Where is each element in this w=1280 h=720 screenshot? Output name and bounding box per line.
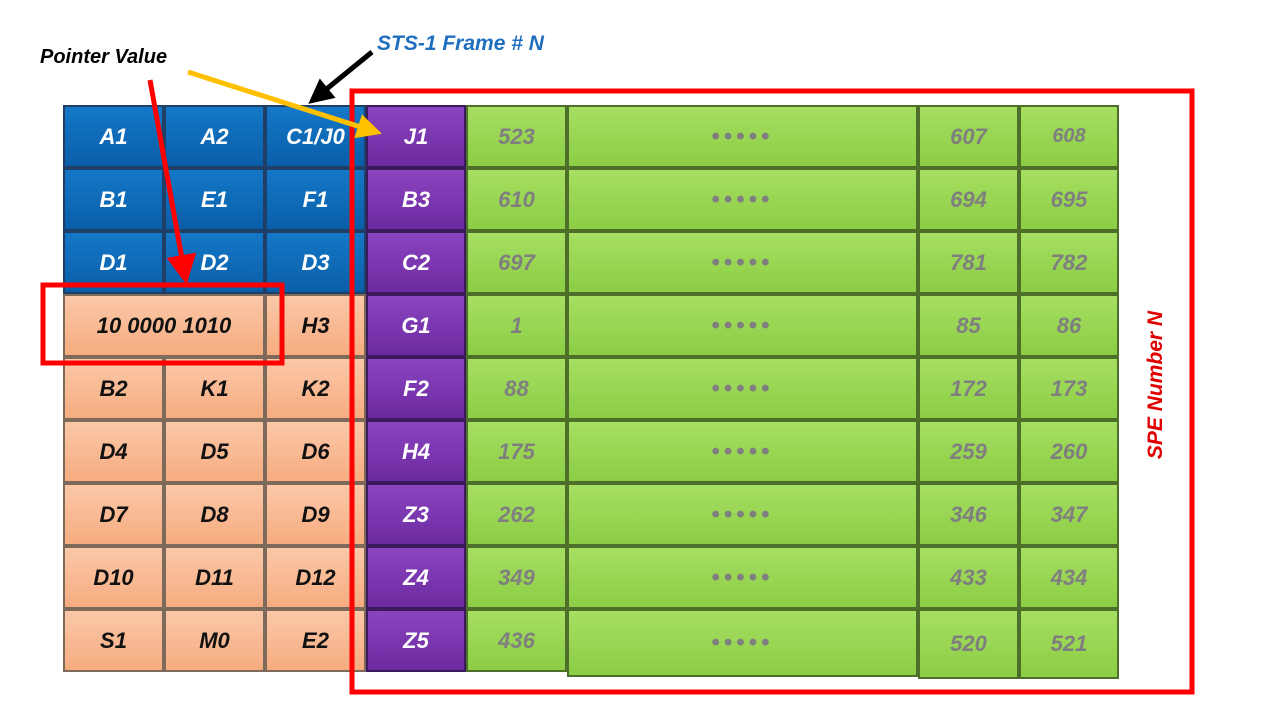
- pointer-value-arrow: [147, 79, 197, 285]
- payload-ellipsis: •••••: [567, 483, 918, 546]
- payload-cell: 782: [1019, 231, 1119, 294]
- payload-cell: 173: [1019, 357, 1119, 420]
- payload-cell: 85: [918, 294, 1019, 357]
- loh-cell: D6: [265, 420, 366, 483]
- loh-cell: B2: [63, 357, 164, 420]
- toh-cell: E1: [164, 168, 265, 231]
- payload-ellipsis: •••••: [567, 609, 918, 677]
- payload-cell: 610: [466, 168, 567, 231]
- loh-cell: E2: [265, 609, 366, 672]
- payload-ellipsis: •••••: [567, 231, 918, 294]
- payload-cell: 86: [1019, 294, 1119, 357]
- payload-ellipsis: •••••: [567, 168, 918, 231]
- payload-cell: 260: [1019, 420, 1119, 483]
- poh-cell: Z3: [366, 483, 466, 546]
- poh-cell: Z5: [366, 609, 466, 672]
- payload-cell: 695: [1019, 168, 1119, 231]
- poh-cell: J1: [366, 105, 466, 168]
- loh-cell: K1: [164, 357, 265, 420]
- payload-cell: 346: [918, 483, 1019, 546]
- payload-cell: 436: [466, 609, 567, 672]
- payload-cell: 1: [466, 294, 567, 357]
- payload-cell: 88: [466, 357, 567, 420]
- toh-cell: A1: [63, 105, 164, 168]
- payload-cell: 259: [918, 420, 1019, 483]
- loh-cell: K2: [265, 357, 366, 420]
- payload-cell: 608: [1019, 105, 1119, 168]
- pointer-bits-cell: 10 0000 1010: [63, 294, 265, 357]
- pointer-value-label: Pointer Value: [40, 46, 168, 68]
- payload-cell: 262: [466, 483, 567, 546]
- payload-cell: 433: [918, 546, 1019, 609]
- poh-cell: G1: [366, 294, 466, 357]
- payload-ellipsis: •••••: [567, 420, 918, 483]
- loh-cell: D10: [63, 546, 164, 609]
- j1-pointer-arrow: [187, 69, 382, 139]
- loh-cell: D7: [63, 483, 164, 546]
- toh-cell: B1: [63, 168, 164, 231]
- loh-cell: D8: [164, 483, 265, 546]
- toh-cell: C1/J0: [265, 105, 366, 168]
- payload-cell: 523: [466, 105, 567, 168]
- loh-cell: S1: [63, 609, 164, 672]
- payload-ellipsis: •••••: [567, 105, 918, 168]
- payload-cell: 781: [918, 231, 1019, 294]
- loh-cell: D4: [63, 420, 164, 483]
- payload-ellipsis: •••••: [567, 294, 918, 357]
- frame-title-label: STS-1 Frame # N: [377, 32, 544, 55]
- payload-cell: 172: [918, 357, 1019, 420]
- payload-cell: 607: [918, 105, 1019, 168]
- loh-cell: D12: [265, 546, 366, 609]
- payload-cell: 434: [1019, 546, 1119, 609]
- payload-cell: 694: [918, 168, 1019, 231]
- poh-cell: Z4: [366, 546, 466, 609]
- payload-cell: 697: [466, 231, 567, 294]
- loh-cell: M0: [164, 609, 265, 672]
- pointer-highlight-box: [40, 282, 285, 366]
- toh-cell: A2: [164, 105, 265, 168]
- poh-cell: C2: [366, 231, 466, 294]
- payload-cell: 349: [466, 546, 567, 609]
- poh-cell: B3: [366, 168, 466, 231]
- payload-cell: 347: [1019, 483, 1119, 546]
- payload-ellipsis: •••••: [567, 357, 918, 420]
- spe-boundary-box: [349, 88, 1195, 695]
- loh-cell: D5: [164, 420, 265, 483]
- toh-cell: F1: [265, 168, 366, 231]
- loh-cell: D11: [164, 546, 265, 609]
- payload-cell: 520: [918, 609, 1019, 679]
- payload-ellipsis: •••••: [567, 546, 918, 609]
- frame-title-arrow: [308, 50, 374, 104]
- poh-cell: H4: [366, 420, 466, 483]
- loh-cell: D9: [265, 483, 366, 546]
- payload-cell: 175: [466, 420, 567, 483]
- payload-cell: 521: [1019, 609, 1119, 679]
- poh-cell: F2: [366, 357, 466, 420]
